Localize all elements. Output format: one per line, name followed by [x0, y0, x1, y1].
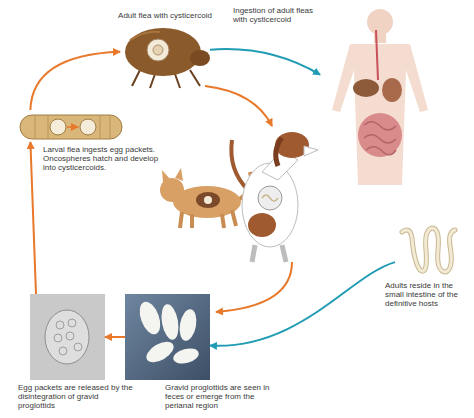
dog-figure-part [231, 140, 248, 190]
human-cycle-arrow [210, 262, 395, 346]
larval-flea-figure-part [50, 119, 66, 135]
human-figure-part [382, 78, 402, 102]
worm-figure-part [402, 228, 455, 272]
human-figure-part [358, 113, 402, 157]
flea-figure [125, 28, 210, 88]
flea-figure-part [130, 32, 160, 40]
cycle-arrow [30, 52, 120, 110]
flea-stage: Adult flea with cysticercoid [120, 22, 210, 88]
host-cycle-arrows [205, 86, 292, 312]
proglottid-photo-part [125, 294, 210, 380]
human-figure-part [332, 44, 428, 185]
human-figure-part [364, 122, 396, 155]
cat-figure-part [204, 196, 212, 204]
larval-flea-figure-part [20, 115, 122, 139]
dog-figure-part [252, 245, 286, 262]
egg-packet-photo [30, 294, 105, 380]
egg-packet-photo-part [68, 319, 76, 327]
cat-figure-part [162, 168, 183, 182]
proglottid-photo-part [172, 346, 201, 366]
proglottid-photo-part [177, 308, 198, 342]
adult-worm-stage: Adults reside in the small intestine of … [395, 225, 455, 278]
dog-figure-part [304, 146, 318, 156]
dog-figure-part [248, 213, 276, 237]
larval-flea-figure-part [35, 116, 110, 138]
flea-figure-part [147, 39, 169, 61]
human-figure-part [376, 30, 378, 80]
cat-figure-part [196, 192, 220, 208]
human-figure [332, 9, 428, 185]
human-host: Ingestion of adult fleas with cysticerco… [320, 4, 445, 190]
ingestion-arrow [210, 49, 320, 75]
egg-packet-stage: Egg packets are released by the disinteg… [30, 294, 105, 380]
dog-figure-part [276, 138, 282, 166]
larval-flea-stage: Larval flea ingests egg packets. Oncosph… [15, 110, 125, 142]
stage-caption: Adults reside in the small intestine of … [385, 281, 470, 309]
proglottid-photo [125, 294, 210, 380]
egg-packet-photo-part [66, 332, 74, 340]
larval-flea-figure-part [67, 126, 78, 128]
dog-figure [231, 132, 318, 262]
stage-caption: Larval flea ingests egg packets. Oncosph… [43, 145, 165, 173]
worm-figure-part [402, 228, 455, 272]
egg-packet-photo-part [30, 294, 105, 380]
worm-figure [402, 228, 455, 272]
cycle-arrow [105, 336, 125, 338]
egg-packet-photo-part [74, 343, 82, 351]
proglottid-photo-part [143, 338, 177, 367]
flea-figure-part [125, 28, 201, 76]
cat-figure-part [180, 210, 236, 228]
stage-caption: Adult flea with cysticercoid [100, 11, 230, 22]
larval-flea-figure-part [80, 119, 96, 135]
dog-figure-part [258, 186, 282, 210]
egg-packet-photo-part [56, 321, 64, 329]
egg-packet-photo-part [59, 347, 67, 355]
proglottid-photo-part [159, 303, 181, 341]
host-cycle-arrows-part [205, 86, 272, 126]
egg-packet-photo-part [54, 334, 62, 342]
proglottid-photo-part [136, 299, 165, 337]
larval-flea-figure [20, 115, 122, 139]
human-figure-part [367, 9, 393, 35]
stage-caption: Ingestion of adult fleas with cysticerco… [233, 6, 317, 24]
flea-figure-part [190, 50, 210, 66]
dog-figure-part [262, 195, 278, 201]
stage-caption: Gravid proglottids are seen in feces or … [165, 383, 283, 411]
human-figure-part [353, 79, 379, 97]
proglottid-stage: Gravid proglottids are seen in feces or … [125, 294, 210, 380]
flea-figure-part [153, 45, 163, 55]
host-cycle-arrows-part [216, 262, 292, 312]
cycle-arrow [30, 142, 36, 294]
stage-caption: Egg packets are released by the disinteg… [18, 383, 136, 411]
egg-packet-photo-part [45, 310, 89, 364]
